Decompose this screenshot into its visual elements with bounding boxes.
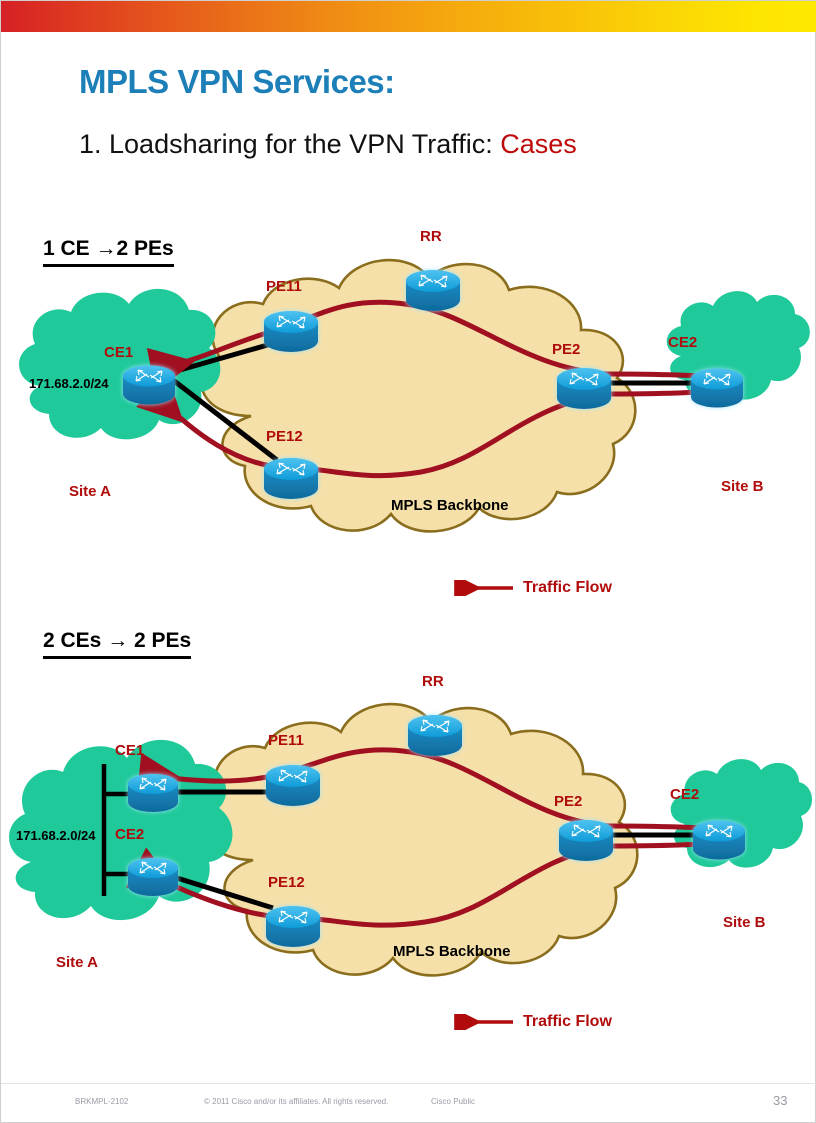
legend-label: Traffic Flow	[523, 1013, 612, 1030]
router-ce1	[123, 365, 175, 405]
footer-classification: Cisco Public	[431, 1097, 476, 1106]
diagram-one-ce-two-pes: MPLS Backbone	[1, 216, 816, 606]
label-ce2: CE2	[668, 334, 698, 351]
router-ce2-site-a	[128, 858, 178, 896]
label-rr: RR	[420, 228, 442, 245]
router-ce2-site-b	[693, 820, 745, 860]
legend-traffic-flow-2: Traffic Flow	[453, 1013, 612, 1031]
label-ce2-site-b: CE2	[670, 786, 700, 803]
footer-session-code: BRKMPL-2102	[75, 1097, 129, 1106]
router-ce2	[691, 368, 743, 408]
label-pe12: PE12	[268, 874, 305, 891]
page-subtitle-prefix: 1. Loadsharing for the VPN Traffic:	[79, 129, 501, 159]
backbone-cloud-label: MPLS Backbone	[391, 497, 509, 514]
label-site-a: Site A	[56, 954, 98, 971]
label-subnet-a: 171.68.2.0/24	[16, 828, 96, 843]
label-ce2-site-a: CE2	[115, 826, 145, 843]
router-pe12	[264, 458, 318, 499]
header-gradient-bar	[1, 1, 816, 32]
left-arrow-icon	[454, 580, 513, 596]
legend-label: Traffic Flow	[523, 579, 612, 596]
footer-page-number: 33	[773, 1093, 788, 1108]
diagram-two-ces-two-pes: MPLS Backbone	[1, 646, 816, 1056]
label-ce1: CE1	[104, 344, 134, 361]
router-pe12	[266, 906, 320, 947]
label-site-a: Site A	[69, 483, 111, 500]
label-pe12: PE12	[266, 428, 303, 445]
page-title: MPLS VPN Services:	[79, 63, 395, 100]
label-pe11: PE11	[268, 732, 304, 749]
page-subtitle: 1. Loadsharing for the VPN Traffic: Case…	[79, 129, 577, 160]
site-a-cloud-shape	[19, 288, 221, 440]
label-subnet-a: 171.68.2.0/24	[29, 376, 109, 391]
router-pe11	[264, 311, 318, 352]
router-pe11	[266, 765, 320, 806]
router-ce1	[128, 774, 178, 812]
router-rr	[406, 270, 460, 311]
label-pe2: PE2	[554, 793, 583, 810]
footer-copyright: © 2011 Cisco and/or its affiliates. All …	[204, 1097, 389, 1106]
section-heading-2: 2 CEs → 2 PEs	[43, 629, 192, 659]
physical-links-group	[176, 789, 695, 911]
label-pe11: PE11	[266, 278, 302, 295]
section-heading-1: 1 CE →2 PEs	[43, 237, 174, 267]
label-site-b: Site B	[723, 914, 766, 931]
left-arrow-icon	[454, 1014, 513, 1030]
label-rr: RR	[422, 673, 444, 690]
label-ce1: CE1	[115, 742, 145, 759]
footer-divider	[1, 1083, 816, 1084]
router-rr	[408, 715, 462, 756]
page-subtitle-accent: Cases	[500, 129, 577, 159]
router-pe2	[557, 368, 611, 409]
label-site-b: Site B	[721, 478, 764, 495]
router-pe2	[559, 820, 613, 861]
legend-traffic-flow-1: Traffic Flow	[453, 579, 612, 597]
label-pe2: PE2	[552, 341, 581, 358]
backbone-cloud-label: MPLS Backbone	[393, 943, 511, 960]
